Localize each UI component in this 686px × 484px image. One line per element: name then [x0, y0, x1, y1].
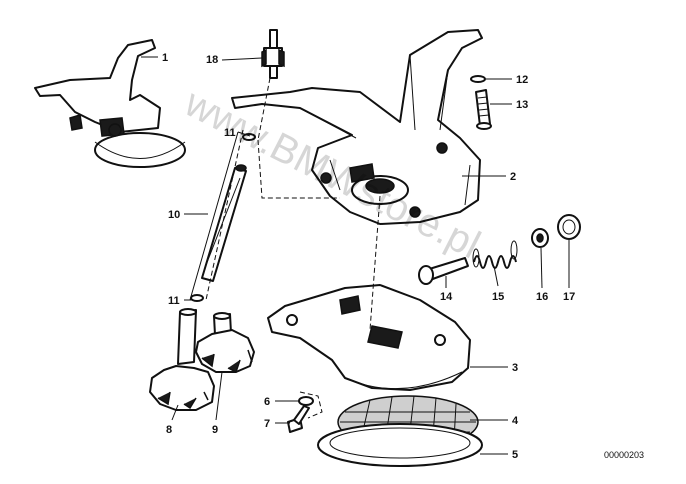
drive-gear-part — [149, 308, 215, 411]
leader-lines — [141, 56, 570, 455]
oil-pump-assembly-part — [34, 39, 186, 168]
callout-17: 17 — [563, 291, 575, 303]
callout-1: 1 — [162, 52, 168, 64]
callout-12: 12 — [516, 74, 528, 86]
callout-2: 2 — [510, 171, 516, 183]
callout-18: 18 — [206, 54, 218, 66]
callout-13: 13 — [516, 99, 528, 111]
bolt-part — [475, 89, 492, 130]
oil-pump-housing-part — [231, 29, 483, 225]
callout-3: 3 — [512, 362, 518, 374]
drawing-code: 00000203 — [604, 450, 644, 460]
callout-10: 10 — [168, 209, 180, 221]
callout-5: 5 — [512, 449, 518, 461]
drive-shaft-part — [201, 164, 247, 282]
lock-washer-part — [470, 75, 486, 83]
callout-9: 9 — [212, 424, 218, 436]
driven-gear-part — [195, 312, 255, 374]
relief-valve-piston-part — [418, 257, 469, 285]
snap-ring-part — [557, 214, 581, 240]
circlip-part — [190, 133, 256, 302]
shim-washer-part — [531, 228, 549, 248]
screw-part — [287, 405, 310, 433]
callout-4: 4 — [512, 415, 519, 427]
pump-cover-part — [267, 284, 471, 391]
callout-14: 14 — [440, 291, 453, 303]
assembly-guide-lines — [205, 77, 381, 419]
relief-valve-spring-part — [472, 240, 518, 269]
callout-15: 15 — [492, 291, 504, 303]
callout-11-lower: 11 — [168, 295, 180, 307]
callout-16: 16 — [536, 291, 548, 303]
callout-7: 7 — [264, 418, 270, 430]
drive-pinion-part — [261, 29, 285, 79]
callout-6: 6 — [264, 396, 270, 408]
callout-11-upper: 11 — [224, 127, 236, 139]
strainer-plate-part — [317, 423, 483, 467]
washer-part — [298, 396, 314, 406]
callout-8: 8 — [166, 424, 172, 436]
